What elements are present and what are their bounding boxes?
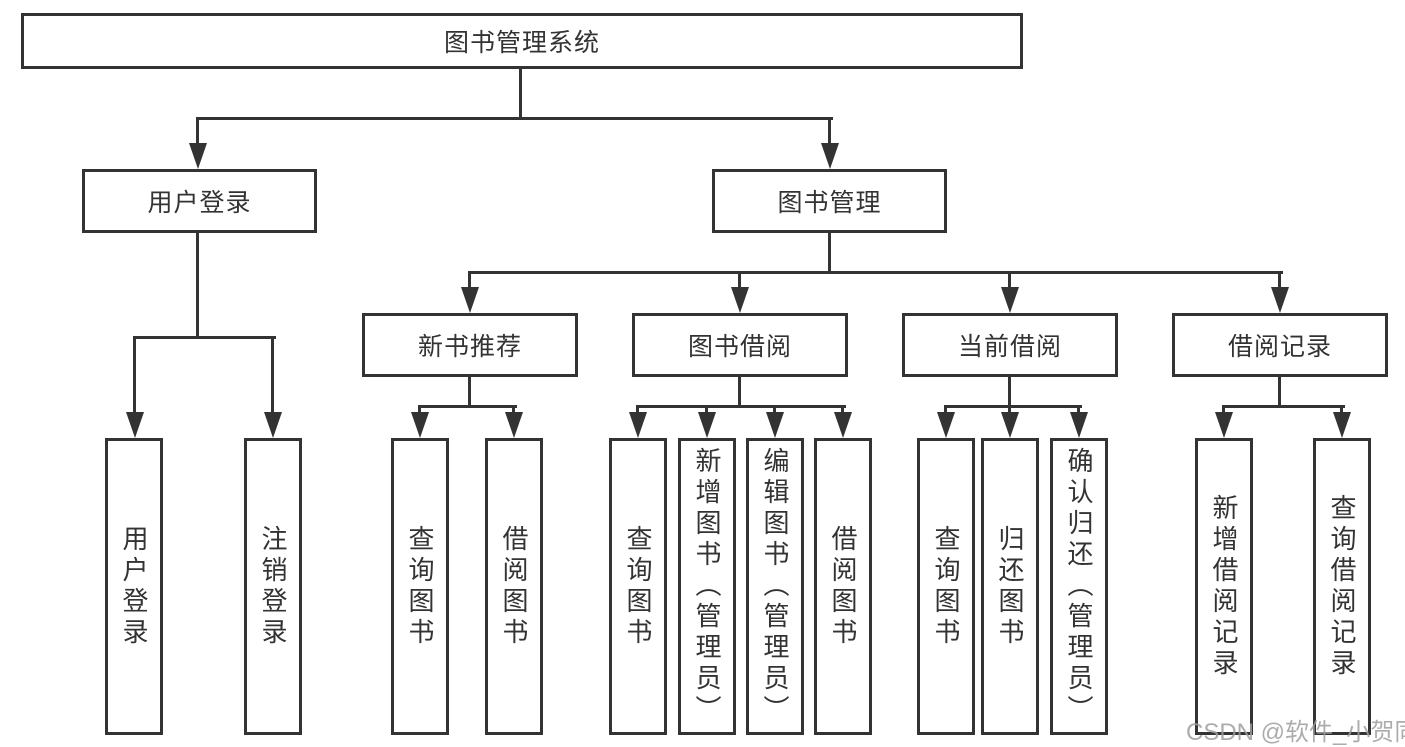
branch-book-management-label: 图书管理 — [777, 189, 882, 217]
branch-book-management-node: 图书管理 — [712, 169, 947, 233]
arrow-line-leaf — [1340, 405, 1343, 415]
leaf-query-books-node: 查询图书 — [609, 438, 667, 735]
leaf-borrow-books-node: 借阅图书 — [814, 438, 872, 735]
leaf-confirm-return-admin-node: 确认归还（管理员） — [1050, 438, 1108, 735]
leaf-query-books-label: 查询图书 — [623, 524, 653, 649]
leaf-borrow-books-label: 借阅图书 — [499, 524, 529, 649]
arrowhead-leaf — [937, 412, 955, 438]
leaf-user-login-node: 用户登录 — [105, 438, 163, 735]
branch-user-login-node: 用户登录 — [82, 169, 317, 233]
root-stem-line — [519, 69, 522, 118]
arrowhead-leaf — [411, 412, 429, 438]
leaf-borrow-books-node: 借阅图书 — [485, 438, 543, 735]
leaf-add-borrow-record-label: 新增借阅记录 — [1209, 493, 1239, 680]
arrow-line-leaf — [773, 405, 776, 415]
group-current-borrow-label: 当前借阅 — [957, 333, 1062, 361]
arrowhead-book-borrow — [731, 287, 749, 313]
group-book-borrow-label: 图书借阅 — [687, 333, 792, 361]
leaf-edit-books-admin-node: 编辑图书（管理员） — [746, 438, 804, 735]
arrowhead-leaf — [505, 412, 523, 438]
arrow-line-leaf — [1008, 405, 1011, 415]
arrow-line-leaf — [1077, 405, 1080, 415]
arrowhead-leaf — [1001, 412, 1019, 438]
group-book-borrow-node: 图书借阅 — [632, 313, 848, 377]
book-management-stem-line — [828, 233, 831, 272]
current-borrow-connector-line — [944, 405, 1082, 408]
leaf-add-books-admin-label: 新增图书（管理员） — [692, 447, 722, 726]
leaf-confirm-return-admin-label: 确认归还（管理员） — [1064, 447, 1094, 726]
group-borrow-records-label: 借阅记录 — [1227, 333, 1332, 361]
leaf-query-books-label: 查询图书 — [931, 524, 961, 649]
arrow-line-leaf — [841, 405, 844, 415]
leaf-query-borrow-record-node: 查询借阅记录 — [1313, 438, 1371, 735]
arrowhead-leaf — [766, 412, 784, 438]
leaf-query-books-node: 查询图书 — [391, 438, 449, 735]
arrowhead-leaf-logout — [264, 412, 282, 438]
arrow-line-book-management — [828, 117, 831, 147]
arrow-line-leaf — [944, 405, 947, 415]
csdn-watermark: CSDN @软件_小贺同学 — [1186, 719, 1405, 746]
leaf-query-books-label: 查询图书 — [405, 524, 435, 649]
arrowhead-leaf — [629, 412, 647, 438]
new-book-connector-line — [418, 405, 517, 408]
arrowhead-book-management — [821, 143, 839, 169]
arrow-line-leaf — [1222, 405, 1225, 415]
arrowhead-current-borrow — [1001, 287, 1019, 313]
arrowhead-leaf — [1215, 412, 1233, 438]
leaf-user-login-label: 用户登录 — [119, 524, 149, 649]
arrowhead-leaf — [698, 412, 716, 438]
arrow-line-book-borrow — [738, 271, 741, 289]
leaf-add-books-admin-node: 新增图书（管理员） — [678, 438, 736, 735]
arrow-line-leaf — [512, 405, 515, 415]
arrowhead-leaf — [1333, 412, 1351, 438]
leaf-edit-books-admin-label: 编辑图书（管理员） — [760, 447, 790, 726]
group-current-borrow-node: 当前借阅 — [902, 313, 1118, 377]
leaf-return-books-node: 归还图书 — [981, 438, 1039, 735]
leaf-add-borrow-record-node: 新增借阅记录 — [1195, 438, 1253, 735]
leaf-logout-label: 注销登录 — [258, 524, 288, 649]
borrow-records-connector-line — [1222, 405, 1345, 408]
arrow-line-current-borrow — [1008, 271, 1011, 289]
root-node: 图书管理系统 — [21, 13, 1023, 69]
arrowhead-user-login — [189, 143, 207, 169]
new-book-stem-line — [468, 377, 471, 406]
leaf-return-books-label: 归还图书 — [995, 524, 1025, 649]
arrowhead-leaf-user-login — [126, 412, 144, 438]
book-borrow-stem-line — [738, 377, 741, 406]
group-new-book-node: 新书推荐 — [362, 313, 578, 377]
arrowhead-leaf — [834, 412, 852, 438]
book-borrow-connector-line — [636, 405, 846, 408]
arrow-line-leaf-user-login — [133, 336, 136, 414]
leaf-query-borrow-record-label: 查询借阅记录 — [1327, 493, 1357, 680]
arrowhead-new-book — [461, 287, 479, 313]
arrow-line-leaf — [418, 405, 421, 415]
arrow-line-user-login — [196, 117, 199, 147]
leaf-query-books-node: 查询图书 — [917, 438, 975, 735]
group-new-book-label: 新书推荐 — [417, 333, 522, 361]
current-borrow-stem-line — [1008, 377, 1011, 406]
arrow-line-new-book — [468, 271, 471, 289]
leaf-logout-node: 注销登录 — [244, 438, 302, 735]
user-login-connector-line — [133, 336, 276, 339]
book-management-connector-line — [468, 271, 1283, 274]
leaf-borrow-books-label: 借阅图书 — [828, 524, 858, 649]
arrowhead-borrow-records — [1271, 287, 1289, 313]
borrow-records-stem-line — [1278, 377, 1281, 406]
branch-user-login-label: 用户登录 — [147, 189, 252, 217]
arrow-line-borrow-records — [1278, 271, 1281, 289]
level2-connector-line — [196, 117, 833, 120]
arrow-line-leaf-logout — [271, 336, 274, 414]
arrow-line-leaf — [636, 405, 639, 415]
arrow-line-leaf — [705, 405, 708, 415]
arrowhead-leaf — [1070, 412, 1088, 438]
root-node-label: 图书管理系统 — [443, 29, 600, 57]
user-login-stem-line — [196, 233, 199, 337]
group-borrow-records-node: 借阅记录 — [1172, 313, 1388, 377]
